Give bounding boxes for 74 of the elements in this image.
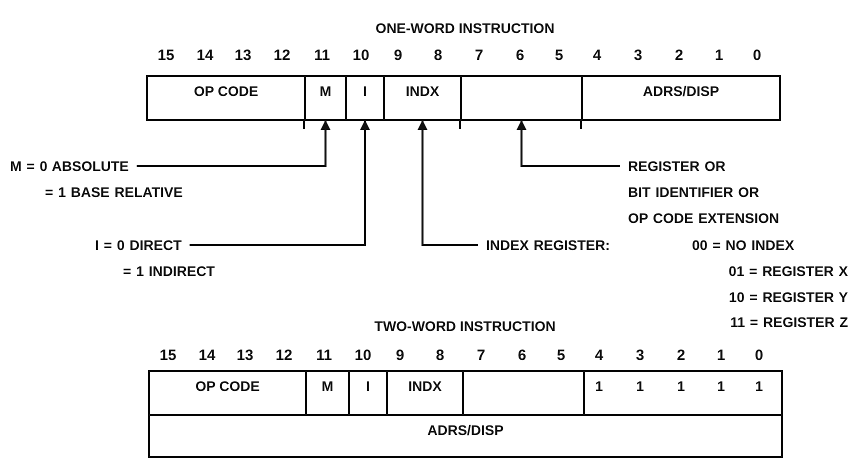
bit-value: 1 [755, 378, 763, 394]
bit-number: 1 [714, 47, 724, 64]
leader-arrow [516, 120, 620, 167]
bit-number: 2 [676, 347, 686, 364]
bit-number: 13 [234, 47, 252, 64]
bit-field [148, 370, 307, 416]
field-label: I [365, 378, 371, 394]
field-label: INDX [407, 378, 443, 394]
leader-arrow [418, 120, 478, 246]
bit-number: 3 [634, 47, 642, 64]
heading: ONE-WORD INSTRUCTION [376, 20, 554, 36]
bit-field [581, 75, 781, 121]
annotation-text: 10 = REGISTER Y [728, 289, 848, 305]
bit-number: 9 [394, 47, 402, 64]
bit-number: 5 [556, 347, 566, 364]
leader-arrow [136, 120, 330, 167]
field-label: OP CODE [192, 83, 260, 99]
bit-value: 1 [717, 378, 725, 394]
bit-field [146, 75, 306, 121]
field-label: M [320, 378, 334, 394]
bit-field [304, 75, 347, 121]
annotation-text: 01 = REGISTER X [728, 263, 848, 279]
bit-number: 1 [716, 347, 726, 364]
annotation-text: M = 0 ABSOLUTE [10, 158, 129, 174]
heading: TWO-WORD INSTRUCTION [374, 318, 556, 334]
bit-number: 6 [516, 47, 524, 64]
bit-number: 8 [434, 47, 442, 64]
annotation-text: INDEX REGISTER: [486, 237, 610, 253]
annotation-text: OP CODE EXTENSION [628, 210, 780, 226]
bit-field [148, 414, 783, 458]
bit-field [345, 75, 385, 121]
bit-number: 12 [274, 47, 290, 64]
field-label: ADRS/DISP [642, 83, 720, 99]
bit-number: 0 [752, 47, 762, 64]
bit-number: 3 [636, 347, 644, 364]
bit-number: 10 [354, 347, 372, 364]
bit-number: 4 [592, 47, 602, 64]
annotation-text: I = 0 DIRECT [95, 237, 182, 253]
bit-value: 1 [677, 378, 685, 394]
bit-number: 7 [476, 347, 486, 364]
bit-number: 6 [518, 347, 526, 364]
annotation-text: = 1 INDIRECT [123, 263, 215, 279]
bit-number: 7 [474, 47, 484, 64]
bit-number: 14 [198, 347, 216, 364]
leader-arrow [190, 120, 370, 246]
bit-number: 13 [236, 347, 254, 364]
bit-number: 15 [158, 47, 174, 64]
bit-value: 1 [636, 378, 644, 394]
field-label: I [362, 83, 368, 99]
field-label: OP CODE [194, 378, 261, 394]
bit-number: 14 [196, 47, 214, 64]
bit-number: 0 [754, 347, 764, 364]
annotation-text: = 1 BASE RELATIVE [45, 184, 183, 200]
bit-number: 10 [352, 47, 370, 64]
bit-value: 1 [595, 378, 603, 394]
annotation-text: 00 = NO INDEX [692, 237, 794, 253]
bit-number: 15 [160, 347, 176, 364]
bit-field [383, 75, 462, 121]
bit-number: 5 [554, 47, 564, 64]
field-label: INDX [404, 83, 440, 99]
annotation-text: 11 = REGISTER Z [730, 314, 848, 330]
bit-number: 4 [594, 347, 604, 364]
bit-number: 2 [674, 47, 684, 64]
bit-field [583, 370, 783, 416]
bit-number: 12 [276, 347, 292, 364]
bit-field [386, 370, 464, 416]
field-label: M [318, 83, 332, 99]
annotation-text: REGISTER OR [628, 158, 726, 174]
field-label: ADRS/DISP [426, 422, 505, 438]
bit-number: 11 [314, 47, 330, 64]
annotation-text: BIT IDENTIFIER OR [628, 184, 760, 200]
bit-number: 8 [436, 347, 444, 364]
bit-number: 11 [316, 347, 332, 364]
bit-number: 9 [396, 347, 404, 364]
